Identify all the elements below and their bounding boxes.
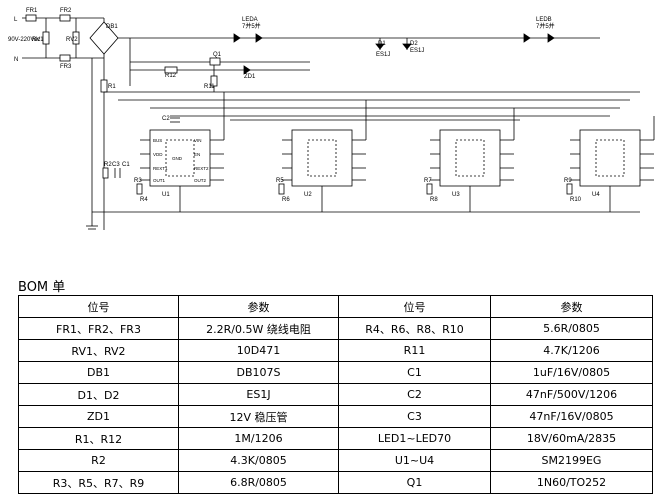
table-cell: ES1J [178,383,339,406]
table-cell: D1、D2 [18,383,179,406]
table-cell: R2 [18,449,179,472]
table-cell: 1uF/16V/0805 [490,361,653,384]
table-cell: RV1、RV2 [18,339,179,362]
table-row: R3、R5、R7、R9 6.8R/0805 Q1 1N60/TO252 [18,471,653,494]
table-cell: 10D471 [178,339,339,362]
table-header: 参数 [178,295,339,318]
label-leda: LEDA [242,17,258,23]
label-db1: DB1 [106,24,118,30]
table-cell: SM2199EG [490,449,653,472]
table-cell: DB1 [18,361,179,384]
chip-u1-label: U1 [162,192,170,198]
pin-out2: OUT2 [194,178,206,183]
pin-rext2: REXT2 [194,166,209,171]
table-row: RV1、RV2 10D471 R11 4.7K/1206 [18,339,653,362]
chip-u4-rside: R10 [570,197,582,203]
table-cell: R11 [338,339,491,362]
table-header: 位号 [18,295,179,318]
table-row: ZD1 12V 稳压管 C3 47nF/16V/0805 [18,405,653,428]
chip-u2-rgate: R5 [276,178,284,184]
label-n: N [14,57,18,63]
label-c2: C2 [162,116,170,122]
label-q1: Q1 [213,52,222,58]
table-cell: C1 [338,361,491,384]
table-cell: 6.8R/0805 [178,471,339,494]
label-l: L [14,17,18,23]
label-voltage: 90V-220Vac [8,37,40,43]
table-cell: DB107S [178,361,339,384]
table-header: 参数 [490,295,653,318]
label-d2: D2 [410,41,418,47]
pin-vdd: VDD [153,152,163,157]
table-cell: 5.6R/0805 [490,317,653,340]
label-fr1: FR1 [26,8,38,14]
table-header-row: 位号 参数 位号 参数 [18,295,653,318]
table-row: D1、D2 ES1J C2 47nF/500V/1206 [18,383,653,406]
label-r1: R1 [108,84,116,90]
label-d1-part: ES1J [376,52,390,58]
table-cell: R4、R6、R8、R10 [338,317,491,340]
chip-u3-label: U3 [452,192,460,198]
label-r11: R11 [204,84,215,90]
label-rv1: RV1 [32,37,44,43]
table-cell: R1、R12 [18,427,179,450]
bom-title: BOM 单 [18,280,66,295]
table-header: 位号 [338,295,491,318]
table-cell: Q1 [338,471,491,494]
table-cell: FR1、FR2、FR3 [18,317,179,340]
label-fr3: FR3 [60,64,72,70]
label-leda-spec: 7并5并 [242,22,261,30]
table-cell: 1N60/TO252 [490,471,653,494]
table-cell: C3 [338,405,491,428]
table-cell: 4.7K/1206 [490,339,653,362]
table-cell: R3、R5、R7、R9 [18,471,179,494]
table-row: R2 4.3K/0805 U1~U4 SM2199EG [18,449,653,472]
bom-table: 位号 参数 位号 参数 FR1、FR2、FR3 2.2R/0.5W 绕线电阻 R… [18,295,653,494]
label-r2: R2 [104,162,112,168]
table-cell: 1M/1206 [178,427,339,450]
table-cell: 47nF/16V/0805 [490,405,653,428]
pin-vin: VIN [194,138,202,143]
table-cell: 12V 稳压管 [178,405,339,428]
label-rv2: RV2 [66,37,78,43]
pin-en: EN [194,152,200,157]
chip-u3-rgate: R7 [424,178,432,184]
table-cell: 2.2R/0.5W 绕线电阻 [178,317,339,340]
label-ledb-spec: 7并5并 [536,22,555,30]
chip-u3-rside: R8 [430,197,438,203]
table-cell: 4.3K/0805 [178,449,339,472]
table-cell: ZD1 [18,405,179,428]
pin-bus: BUS [153,138,162,143]
chip-u1-rgate: R3 [134,178,142,184]
label-r12: R12 [165,73,177,79]
table-cell: U1~U4 [338,449,491,472]
chip-u1-rside: R4 [140,197,148,203]
pin-out1: OUT1 [153,178,165,183]
table-cell: LED1~LED70 [338,427,491,450]
table-cell: 18V/60mA/2835 [490,427,653,450]
label-c1: C1 [122,162,130,168]
chip-u2-rside: R6 [282,197,290,203]
table-cell: C2 [338,383,491,406]
label-ledb: LEDB [536,17,552,23]
table-cell: 47nF/500V/1206 [490,383,653,406]
label-c3: C3 [112,162,120,168]
chip-u4-rgate: R9 [564,178,572,184]
label-d2-part: ES1J [410,48,424,54]
chip-u4-label: U4 [592,192,600,198]
label-d1: D1 [378,41,386,47]
label-fr2: FR2 [60,8,72,14]
table-row: R1、R12 1M/1206 LED1~LED70 18V/60mA/2835 [18,427,653,450]
circuit-schematic: L N 90V-220Vac RV1 RV2 FR1 FR2 FR3 DB1 R… [8,8,655,230]
label-zd1: ZD1 [244,74,256,80]
chip-u2-label: U2 [304,192,312,198]
pin-gnd: GND [172,156,183,161]
table-row: DB1 DB107S C1 1uF/16V/0805 [18,361,653,384]
pin-rext1: REXT1 [153,166,168,171]
table-row: FR1、FR2、FR3 2.2R/0.5W 绕线电阻 R4、R6、R8、R10 … [18,317,653,340]
